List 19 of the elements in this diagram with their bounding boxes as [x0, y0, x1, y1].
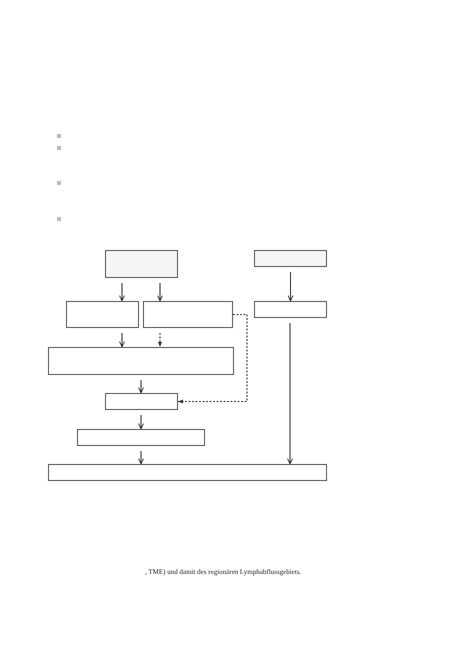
arrow [157, 282, 163, 302]
arrow [178, 314, 248, 404]
arrow [138, 414, 144, 430]
flow-box [254, 250, 327, 267]
flow-box [48, 464, 327, 481]
arrow [138, 450, 144, 464]
flow-box [66, 301, 139, 328]
arrow [158, 332, 162, 348]
flow-box [105, 250, 178, 278]
arrow [119, 332, 125, 348]
arrow [287, 322, 293, 464]
flow-box [48, 347, 234, 375]
arrow [138, 380, 144, 394]
flow-box [105, 393, 178, 410]
flow-box [254, 301, 327, 318]
flow-box [77, 429, 205, 446]
flow-box [143, 301, 233, 328]
arrow [119, 282, 125, 302]
arrow [288, 272, 294, 302]
